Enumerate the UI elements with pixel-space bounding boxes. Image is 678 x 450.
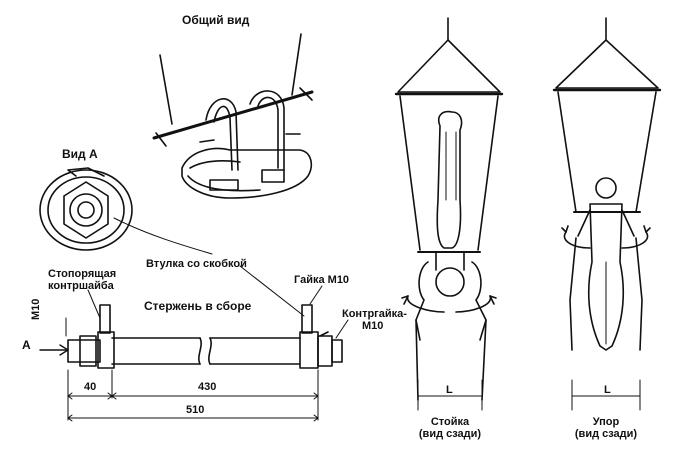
- harness-general-view: [154, 34, 312, 198]
- support-caption-2: (вид сзади): [574, 428, 638, 440]
- m10-side-label: М10: [30, 298, 42, 320]
- arrow-a-label: А: [22, 338, 31, 352]
- stance-caption-1: Стойка: [430, 416, 470, 428]
- view-a-title: Вид А: [62, 147, 98, 161]
- stance-l-label: L: [446, 384, 453, 396]
- dimension-40: 40: [84, 381, 97, 393]
- support-l-label: L: [604, 384, 611, 396]
- locknut-label-1: Контргайка-: [342, 308, 407, 320]
- lock-washer-label-1: Стопорящая: [48, 268, 117, 280]
- support-figure: [554, 18, 660, 410]
- locknut-label-2: М10: [362, 320, 384, 332]
- stance-caption-2: (вид сзади): [418, 428, 482, 440]
- view-a-drawing: [40, 168, 132, 250]
- lock-washer-label-2: контршайба: [48, 280, 114, 292]
- general-view-title: Общий вид: [182, 13, 250, 27]
- rod-assembly: [40, 286, 348, 421]
- dimension-510: 510: [186, 404, 205, 416]
- rod-assembly-title: Стержень в сборе: [144, 299, 252, 313]
- bushing-label: Втулка со скобкой: [146, 258, 247, 270]
- stance-figure: [396, 18, 502, 410]
- dimension-430: 430: [198, 381, 217, 393]
- support-caption-1: Упор: [592, 416, 620, 428]
- nut-m10-label: Гайка М10: [294, 274, 350, 286]
